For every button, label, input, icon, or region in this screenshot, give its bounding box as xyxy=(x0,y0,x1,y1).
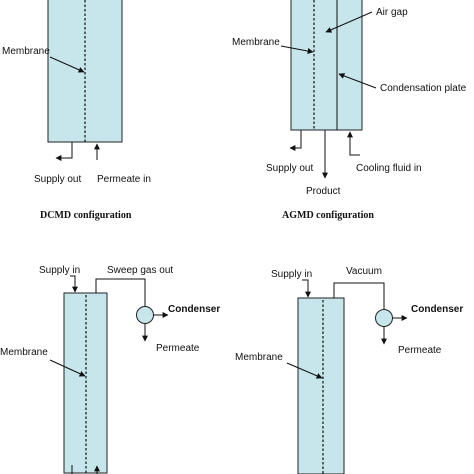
vmd-panel: Supply in Vacuum Condenser Permeate Memb… xyxy=(235,266,463,474)
agmd-membrane-label: Membrane xyxy=(232,37,280,48)
dcmd-caption: DCMD configuration xyxy=(40,210,132,221)
vmd-membrane-label: Membrane xyxy=(235,352,283,363)
sgmd-sweep-gas-line xyxy=(95,278,146,306)
vmd-condenser-label: Condenser xyxy=(411,304,463,315)
vmd-vacuum-line xyxy=(333,282,385,309)
agmd-cooling-fluid-in-label: Cooling fluid in xyxy=(356,163,422,174)
dcmd-supply-out-label: Supply out xyxy=(34,174,81,185)
agmd-air-gap-pointer xyxy=(325,11,373,33)
sgmd-panel: Supply in Sweep gas out Condenser Permea… xyxy=(0,265,220,474)
agmd-supply-out-label: Supply out xyxy=(266,163,313,174)
agmd-cooling-fluid-in-arrow xyxy=(347,131,360,156)
sgmd-supply-in-arrow xyxy=(70,275,78,293)
dcmd-supply-out-arrow xyxy=(55,142,73,161)
dcmd-panel: Membrane Supply out Permeate in DCMD con… xyxy=(2,0,151,221)
vmd-supply-in-label: Supply in xyxy=(271,269,312,280)
dcmd-membrane-label: Membrane xyxy=(2,46,50,57)
agmd-air-gap-label: Air gap xyxy=(376,7,408,18)
agmd-supply-out-arrow xyxy=(289,130,302,151)
sgmd-condenser-symbol xyxy=(136,306,154,324)
sgmd-permeate-label: Permeate xyxy=(156,343,200,354)
sgmd-membrane-pointer xyxy=(49,359,86,377)
agmd-condensation-plate-pointer xyxy=(338,73,377,89)
vmd-membrane-pointer xyxy=(286,362,323,379)
agmd-module xyxy=(290,0,363,131)
sgmd-sweep-gas-out-label: Sweep gas out xyxy=(107,265,173,276)
sgmd-supply-in-label: Supply in xyxy=(39,265,80,276)
vmd-condenser-symbol xyxy=(375,309,393,327)
sgmd-condenser-label: Condenser xyxy=(168,304,220,315)
vmd-permeate-label: Permeate xyxy=(398,345,442,356)
vmd-vacuum-label: Vacuum xyxy=(346,266,382,277)
dcmd-membrane-pointer xyxy=(49,56,85,73)
dcmd-module xyxy=(47,0,123,143)
agmd-caption: AGMD configuration xyxy=(282,210,374,221)
vmd-supply-in-arrow xyxy=(302,279,311,298)
sgmd-membrane-label: Membrane xyxy=(0,347,48,358)
vmd-module xyxy=(297,297,345,474)
agmd-membrane-pointer xyxy=(280,45,314,54)
agmd-product-label: Product xyxy=(306,186,341,197)
dcmd-permeate-in-label: Permeate in xyxy=(97,174,151,185)
agmd-condensation-plate-label: Condensation plate xyxy=(380,83,467,94)
agmd-panel: Air gap Membrane Condensation plate Supp… xyxy=(232,0,467,221)
